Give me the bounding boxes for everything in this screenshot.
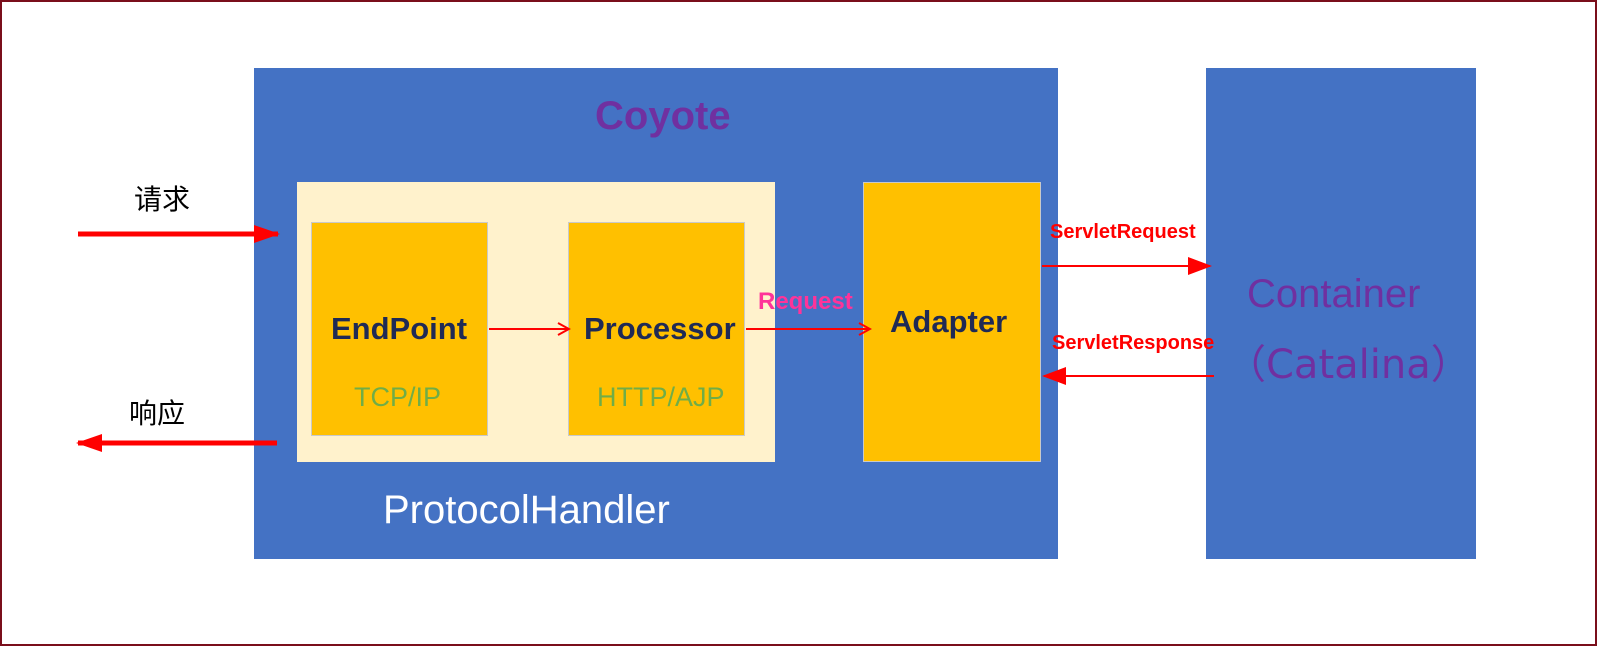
response-label: 响应 <box>129 397 186 430</box>
endpoint-box <box>311 222 488 436</box>
endpoint-protocol: TCP/IP <box>354 382 442 412</box>
servlet-request-label: ServletRequest <box>1050 221 1196 243</box>
processor-title: Processor <box>584 311 736 346</box>
protocol-handler-label: ProtocolHandler <box>383 488 670 532</box>
endpoint-title: EndPoint <box>331 311 468 346</box>
coyote-title: Coyote <box>595 94 731 138</box>
container-label: Container <box>1247 272 1421 316</box>
servlet-response-label: ServletResponse <box>1052 332 1215 354</box>
catalina-label: （Catalina） <box>1226 342 1471 388</box>
container-box <box>1206 68 1476 559</box>
adapter-title: Adapter <box>890 304 1008 339</box>
adapter-box <box>863 182 1041 462</box>
request-label: 请求 <box>134 183 191 216</box>
processor-protocol: HTTP/AJP <box>597 382 725 412</box>
request-object-label: Request <box>758 288 853 315</box>
